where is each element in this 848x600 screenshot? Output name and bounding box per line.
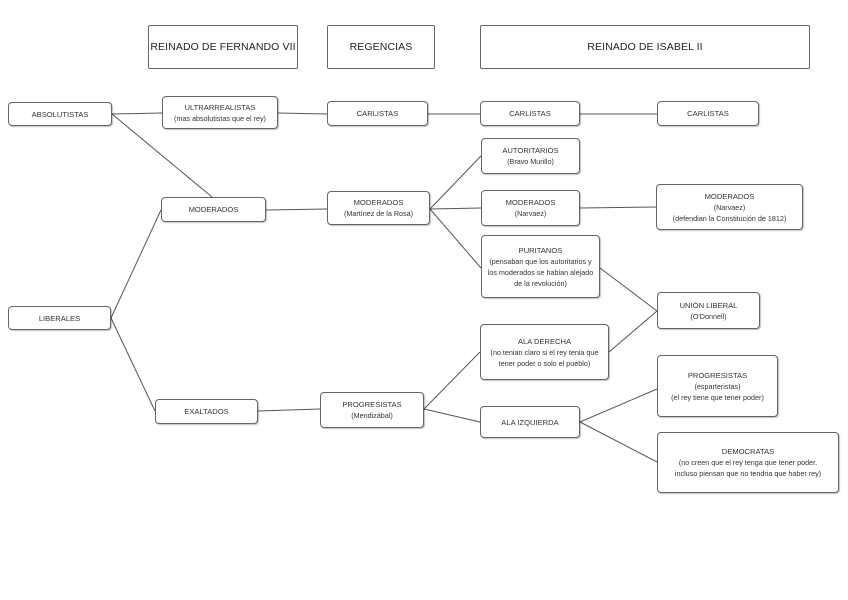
node-absolutistas: ABSOLUTISTAS: [8, 102, 112, 126]
node-exaltados: EXALTADOS: [155, 399, 258, 424]
node-progresistas-final-sub2: (el rey tiene que tener poder): [671, 392, 764, 402]
connector-ala-derecha-union-liberal: [608, 310, 658, 353]
connector-progresistas-ala-derecha: [423, 351, 481, 410]
connector-moderados-moderados-regencias: [265, 208, 328, 211]
connector-ala-izquierda-democratas: [579, 421, 658, 463]
node-ultrarrealistas: ULTRARREALISTAS (mas absolutistas que el…: [162, 96, 278, 129]
connector-narvaez-moderados-final: [579, 206, 657, 209]
node-ala-izquierda: ALA IZQUIERDA: [480, 406, 580, 438]
node-liberales: LIBERALES: [8, 306, 111, 330]
node-moderados-regencias-sub: (Martínez de la Rosa): [343, 209, 414, 218]
node-exaltados-title: EXALTADOS: [184, 407, 229, 416]
node-carlistas-isabel-2: CARLISTAS: [657, 101, 759, 126]
node-carlistas-isabel-1: CARLISTAS: [480, 101, 580, 126]
node-autoritarios: AUTORITARIOS (Bravo Murillo): [481, 138, 580, 174]
node-democratas-sub: (no creen que el rey tenga que tener pod…: [678, 458, 818, 467]
node-puritanos: PURITANOS (pensaban que los autoritarios…: [481, 235, 600, 298]
node-ultrarrealistas-sub: (mas absolutistas que el rey): [174, 113, 266, 123]
connector-progresistas-ala-izquierda: [423, 408, 481, 423]
node-democratas-title: DEMOCRATAS: [721, 447, 775, 456]
node-autoritarios-title: AUTORITARIOS: [502, 146, 559, 155]
node-moderados-final-sub2: (defendian la Constitución de 1812): [672, 213, 787, 223]
connector-liberales-exaltados: [110, 317, 156, 412]
node-progresistas-regencias-title: PROGRESISTAS: [342, 400, 402, 409]
node-progresistas-regencias: PROGRESISTAS (Mendizábal): [320, 392, 424, 428]
connector-ala-izquierda-progresistas: [579, 388, 658, 423]
node-union-liberal-sub: (O'Donnell): [690, 311, 727, 321]
node-autoritarios-sub: (Bravo Murillo): [507, 157, 554, 166]
node-union-liberal-title: UNIÓN LIBERAL: [679, 300, 738, 310]
connector-moderados-narvaez: [429, 207, 482, 210]
node-moderados-final: MODERADOS (Narvaez) (defendian la Consti…: [656, 184, 803, 230]
node-puritanos-title: PURITANOS: [518, 245, 563, 255]
node-moderados-narvaez-title: MODERADOS: [505, 198, 556, 207]
connector-liberales-moderados: [110, 209, 162, 319]
connector-ultrarrealistas-carlistas: [277, 112, 328, 115]
node-moderados-final-sub: (Narvaez): [713, 202, 746, 212]
node-moderados-regencias-title: MODERADOS: [353, 198, 404, 207]
node-absolutistas-title: ABSOLUTISTAS: [31, 109, 89, 119]
node-moderados-fernando: MODERADOS: [161, 197, 266, 222]
node-union-liberal: UNIÓN LIBERAL (O'Donnell): [657, 292, 760, 329]
node-ala-izquierda-title: ALA IZQUIERDA: [501, 417, 559, 427]
node-puritanos-sub: (pensaban que los autoritarios y los mod…: [487, 256, 594, 288]
node-liberales-title: LIBERALES: [38, 313, 81, 323]
node-democratas: DEMOCRATAS (no creen que el rey tenga qu…: [657, 432, 839, 493]
node-moderados-narvaez-sub: (Narvaez): [514, 209, 547, 218]
node-ala-derecha: ALA DERECHA (no tenian claro si el rey t…: [480, 324, 609, 380]
node-ala-derecha-title: ALA DERECHA: [517, 336, 572, 346]
connector-exaltados-progresistas: [257, 408, 321, 412]
node-democratas-sub2: incluso piensan que no tendria que haber…: [674, 469, 822, 478]
node-carlistas-regencias: CARLISTAS: [327, 101, 428, 126]
node-ultrarrealistas-title: ULTRARREALISTAS: [184, 102, 256, 112]
node-moderados-regencias: MODERADOS (Martínez de la Rosa): [327, 191, 430, 225]
connector-moderados-autoritarios: [429, 155, 482, 210]
connector-puritanos-union-liberal: [599, 267, 658, 312]
node-carlistas-isabel-2-title: CARLISTAS: [687, 109, 729, 118]
node-carlistas-regencias-title: CARLISTAS: [356, 109, 399, 118]
header-regencias: REGENCIAS: [327, 25, 435, 69]
header-fernando-vii: REINADO DE FERNANDO VII: [148, 25, 298, 69]
node-ala-derecha-sub: (no tenian claro si el rey tenia que ten…: [490, 347, 599, 368]
node-moderados-final-title: MODERADOS: [704, 191, 755, 201]
node-carlistas-isabel-1-title: CARLISTAS: [509, 109, 551, 118]
connector-absolutistas-ultrarrealistas: [111, 112, 163, 115]
node-progresistas-final-sub: (esparteristas): [694, 381, 741, 391]
header-isabel-ii: REINADO DE ISABEL II: [480, 25, 810, 69]
node-moderados-narvaez: MODERADOS (Narvaez): [481, 190, 580, 226]
node-progresistas-final-title: PROGRESISTAS: [687, 370, 748, 380]
node-moderados-fernando-title: MODERADOS: [188, 205, 239, 214]
connector-moderados-puritanos: [429, 208, 482, 269]
node-progresistas-final: PROGRESISTAS (esparteristas) (el rey tie…: [657, 355, 778, 417]
node-progresistas-regencias-sub: (Mendizábal): [351, 411, 393, 420]
